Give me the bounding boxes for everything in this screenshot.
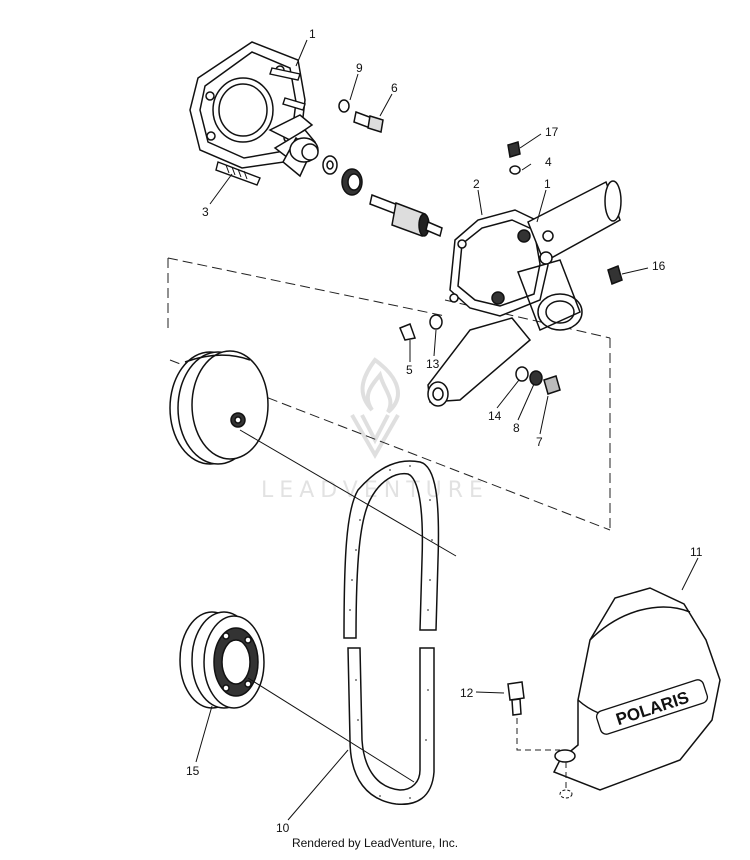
impeller bbox=[268, 114, 319, 178]
callout-9: 9 bbox=[356, 61, 363, 75]
shaft-seals bbox=[322, 155, 363, 196]
callout-15: 15 bbox=[186, 764, 200, 778]
callout-17: 17 bbox=[545, 125, 559, 139]
pump-shaft bbox=[369, 193, 443, 238]
callout-5: 5 bbox=[406, 363, 413, 377]
callout-12: 12 bbox=[460, 686, 474, 700]
belt-guard bbox=[552, 587, 721, 791]
lower-pulley bbox=[179, 611, 265, 709]
callout-1-right: 1 bbox=[544, 177, 551, 191]
guard-bolt bbox=[507, 681, 525, 716]
upper-pulley bbox=[169, 350, 269, 465]
guard-bolt-line bbox=[516, 718, 567, 790]
callout-7: 7 bbox=[536, 435, 543, 449]
callout-3: 3 bbox=[202, 205, 209, 219]
callout-6: 6 bbox=[391, 81, 398, 95]
callout-11: 11 bbox=[690, 545, 703, 559]
leadventure-watermark: LEADVENTURE bbox=[261, 357, 489, 503]
callout-numbers: 1 9 6 17 4 2 1 3 16 5 13 14 8 7 11 12 15… bbox=[186, 27, 703, 835]
callout-1-top: 1 bbox=[309, 27, 316, 41]
callout-14: 14 bbox=[488, 409, 502, 423]
bolt-and-washer bbox=[338, 99, 384, 133]
pump-housing bbox=[427, 180, 622, 407]
callout-16: 16 bbox=[652, 259, 666, 273]
leader-lines bbox=[195, 39, 699, 821]
callout-4: 4 bbox=[545, 155, 552, 169]
callout-2: 2 bbox=[473, 177, 480, 191]
watermark-text: LEADVENTURE bbox=[261, 478, 489, 503]
housing-fasteners bbox=[399, 141, 623, 395]
bottom-washer bbox=[559, 789, 573, 799]
callout-8: 8 bbox=[513, 421, 520, 435]
stud-bolts bbox=[215, 67, 306, 186]
drive-belt bbox=[343, 460, 440, 806]
callout-10: 10 bbox=[276, 821, 290, 835]
footer-credit: Rendered by LeadVenture, Inc. bbox=[291, 836, 459, 850]
flame-logo-icon bbox=[350, 357, 400, 460]
callout-13: 13 bbox=[426, 357, 440, 371]
belt-texture bbox=[349, 465, 433, 799]
